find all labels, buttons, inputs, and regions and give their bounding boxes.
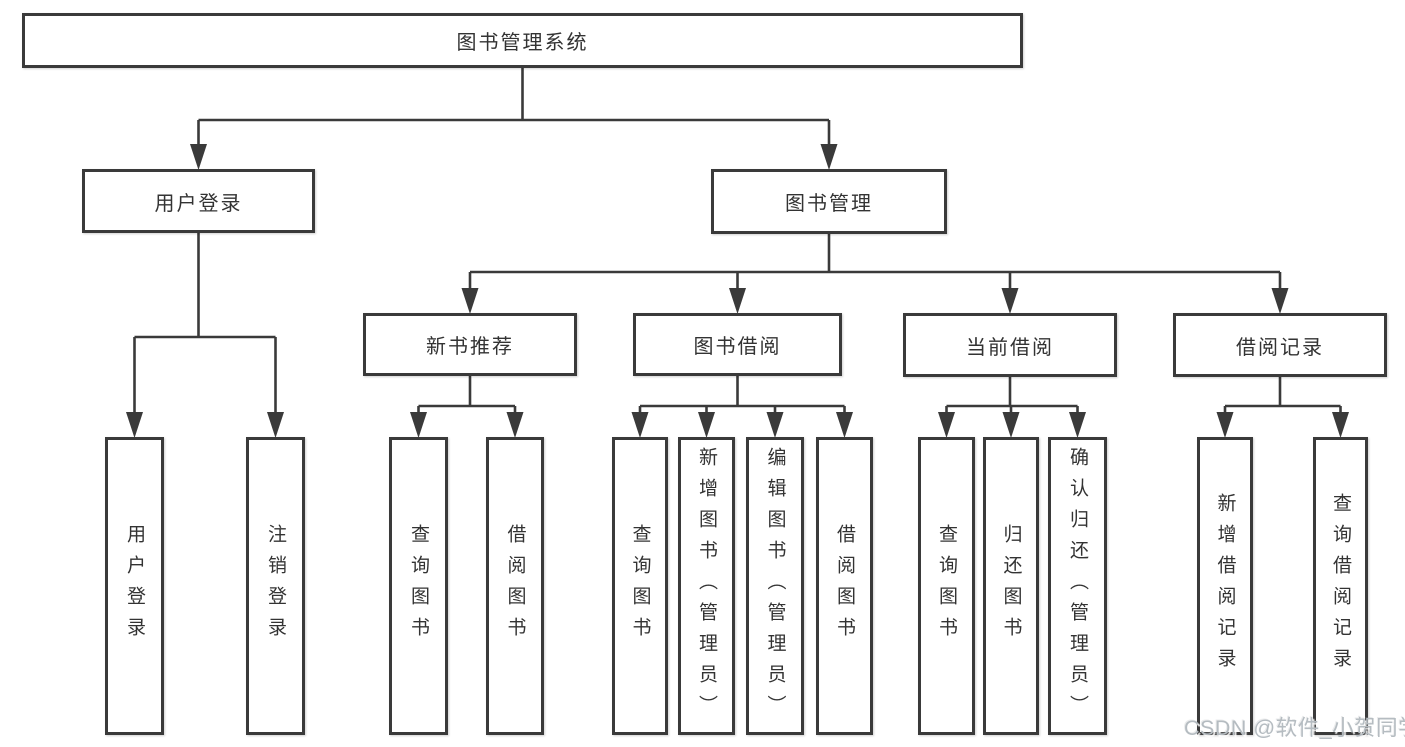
node-label: 借阅记录 bbox=[1236, 336, 1324, 359]
arrowhead bbox=[267, 412, 284, 438]
node-label: 借阅图书 bbox=[504, 524, 526, 648]
node-root: 图书管理系统 bbox=[22, 13, 1023, 68]
node-leaf-query-book-2: 查询图书 bbox=[612, 437, 668, 735]
node-label: 图书管理 bbox=[785, 193, 873, 215]
csdn-watermark: CSDN @软件_小贺同学 bbox=[1184, 716, 1405, 740]
node-label: 确认归还（管理员） bbox=[1067, 446, 1088, 726]
node-label: 查询借阅记录 bbox=[1330, 493, 1351, 679]
arrowhead bbox=[1216, 412, 1234, 438]
node-label: 新增图书（管理员） bbox=[696, 446, 717, 726]
arrowhead bbox=[190, 144, 207, 170]
node-leaf-borrow-book-2: 借阅图书 bbox=[816, 437, 873, 735]
node-current-borrow: 当前借阅 bbox=[903, 313, 1117, 377]
node-leaf-edit-book: 编辑图书（管理员） bbox=[746, 437, 804, 735]
node-label: 用户登录 bbox=[154, 192, 243, 215]
arrowhead bbox=[729, 288, 746, 314]
arrowhead bbox=[836, 412, 853, 438]
arrowhead bbox=[461, 288, 479, 314]
node-leaf-user-login: 用户登录 bbox=[105, 437, 164, 735]
node-label: 编辑图书（管理员） bbox=[764, 446, 786, 726]
node-leaf-confirm-return: 确认归还（管理员） bbox=[1048, 437, 1107, 735]
arrowhead bbox=[1332, 412, 1349, 438]
arrowhead bbox=[1271, 288, 1289, 314]
node-borrow-records: 借阅记录 bbox=[1173, 313, 1387, 377]
node-label: 借阅图书 bbox=[834, 524, 855, 648]
node-book-borrow: 图书借阅 bbox=[633, 313, 842, 376]
arrowhead bbox=[126, 412, 143, 438]
node-new-book-rec: 新书推荐 bbox=[363, 313, 577, 376]
node-label: 图书管理系统 bbox=[456, 32, 589, 54]
arrowhead bbox=[1002, 412, 1020, 438]
arrowhead bbox=[410, 412, 427, 438]
node-label: 注销登录 bbox=[265, 524, 286, 648]
node-label: 归还图书 bbox=[1000, 524, 1022, 648]
node-label: 用户登录 bbox=[124, 524, 145, 648]
arrowhead bbox=[506, 412, 524, 438]
node-leaf-borrow-book-1: 借阅图书 bbox=[486, 437, 544, 735]
node-leaf-query-book-3: 查询图书 bbox=[918, 437, 975, 735]
node-leaf-return-book: 归还图书 bbox=[983, 437, 1039, 735]
node-book-mgmt: 图书管理 bbox=[711, 169, 947, 234]
node-leaf-add-record: 新增借阅记录 bbox=[1197, 437, 1253, 735]
node-leaf-logout: 注销登录 bbox=[246, 437, 305, 735]
node-user-login: 用户登录 bbox=[82, 169, 315, 233]
node-label: 查询图书 bbox=[629, 524, 651, 648]
node-label: 当前借阅 bbox=[966, 336, 1054, 359]
arrowhead bbox=[938, 412, 955, 438]
node-label: 新增借阅记录 bbox=[1214, 493, 1236, 679]
arrowhead bbox=[820, 144, 838, 170]
arrowhead bbox=[1069, 412, 1086, 438]
arrowhead bbox=[766, 412, 784, 438]
arrowhead bbox=[1001, 288, 1019, 314]
node-leaf-add-book: 新增图书（管理员） bbox=[678, 437, 735, 735]
node-label: 查询图书 bbox=[936, 524, 957, 648]
node-label: 图书借阅 bbox=[693, 336, 782, 358]
node-label: 新书推荐 bbox=[426, 336, 514, 358]
node-label: 查询图书 bbox=[408, 524, 429, 648]
node-leaf-query-book-1: 查询图书 bbox=[389, 437, 448, 735]
arrowhead bbox=[698, 412, 715, 438]
arrowhead bbox=[631, 412, 649, 438]
node-leaf-query-record: 查询借阅记录 bbox=[1313, 437, 1368, 735]
